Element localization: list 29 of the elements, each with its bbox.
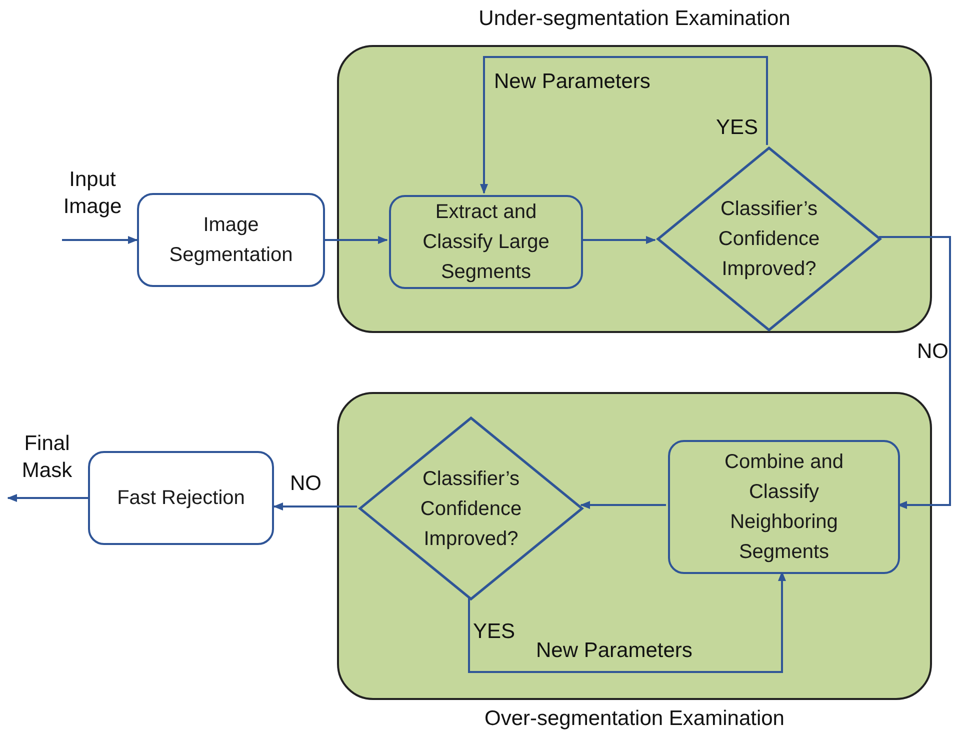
- edge-label: Input Image: [62, 167, 123, 220]
- process-box: [88, 451, 274, 545]
- arrow: [580, 501, 666, 509]
- stage-title: Over-segmentation Examination: [484, 707, 784, 731]
- process-label: Image Segmentation: [168, 213, 294, 268]
- arrow: [581, 236, 656, 244]
- edge-label: New Parameters: [536, 638, 692, 664]
- process-label: Extract and Classify Large Segments: [422, 200, 550, 285]
- arrow: [273, 502, 357, 510]
- process-box: [137, 193, 325, 287]
- edge-label: NO: [917, 339, 948, 365]
- process-label: Combine and Classify Neighboring Segments: [724, 450, 844, 565]
- edge-label: NO: [290, 471, 322, 497]
- arrow: [325, 236, 388, 244]
- process-box: [668, 440, 900, 574]
- arrow: [480, 56, 768, 194]
- edge-label: New Parameters: [494, 69, 650, 95]
- arrow: [468, 571, 786, 673]
- edge-label: Final Mask: [20, 431, 74, 484]
- arrow: [7, 494, 88, 502]
- decision-label: Classifier’s Confidence Improved?: [419, 466, 523, 552]
- process-label: Fast Rejection: [116, 486, 246, 511]
- arrow: [62, 236, 138, 244]
- branch-label: YES: [716, 115, 758, 141]
- branch-label: YES: [473, 619, 516, 645]
- process-box: [389, 195, 583, 289]
- decision-label: Classifier’s Confidence Improved?: [717, 197, 821, 282]
- arrow: [879, 236, 951, 509]
- stage-title: Under-segmentation Examination: [478, 7, 790, 31]
